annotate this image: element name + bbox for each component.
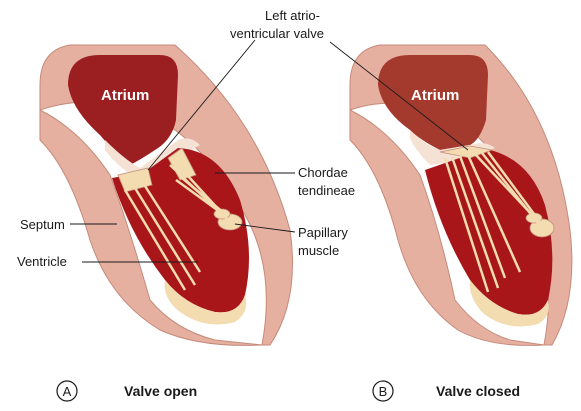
caption-b: B Valve closed (373, 381, 520, 401)
papillary-label-line2: muscle (298, 243, 339, 258)
panel-b: Atrium (330, 42, 572, 345)
caption-a-letter: A (63, 384, 72, 399)
caption-b-text: Valve closed (436, 383, 520, 399)
left-av-valve-label-line2: ventricular valve (230, 26, 324, 41)
chordae-label-line1: Chordae (298, 165, 348, 180)
panel-a: Atrium (40, 40, 295, 345)
ventricle-label: Ventricle (17, 254, 67, 269)
papillary-label-line1: Papillary (298, 225, 348, 240)
left-av-valve-label-line1: Left atrio- (265, 8, 320, 23)
caption-a: A Valve open (57, 381, 197, 401)
panel-b-atrium-label: Atrium (411, 87, 459, 104)
panel-a-atrium-label: Atrium (101, 87, 149, 104)
caption-b-letter: B (379, 384, 388, 399)
septum-label: Septum (20, 217, 65, 232)
caption-a-text: Valve open (124, 383, 197, 399)
chordae-label-line2: tendineae (298, 183, 355, 198)
